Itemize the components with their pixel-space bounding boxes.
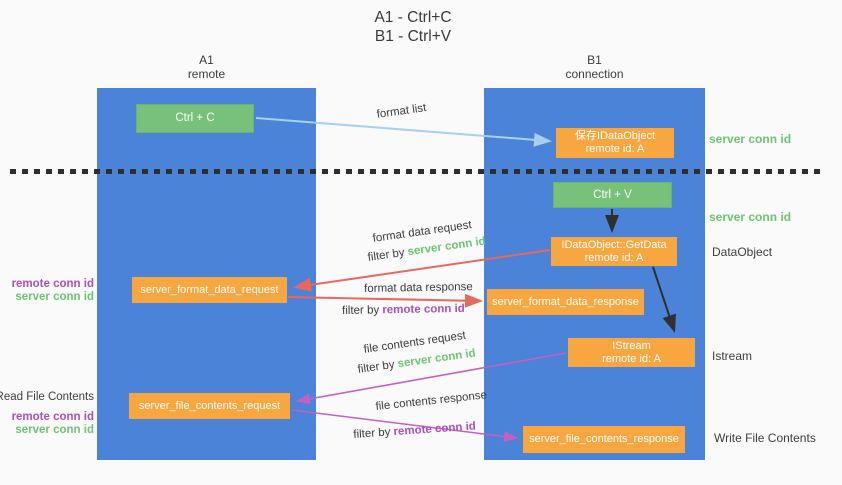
server-conn-id-text: server conn id [406, 235, 487, 259]
label-write-file-contents: Write File Contents [714, 431, 816, 445]
remote-conn-id-label: remote conn id [11, 411, 94, 423]
node-ctrl-v-label: Ctrl + V [593, 188, 632, 201]
session-divider-dotted-line [10, 169, 824, 174]
remote-conn-id-label: remote conn id [11, 278, 94, 290]
lane-a1-subtitle: remote [187, 67, 226, 81]
label-format-list: format list [376, 102, 428, 121]
label-dataobject: DataObject [712, 245, 773, 259]
remote-conn-id-text: remote conn id [393, 420, 477, 439]
filter-by-text: filter by [357, 358, 399, 376]
node-file-response-label: server_file_contents_response [529, 433, 679, 445]
remote-conn-id-text: remote conn id [382, 302, 465, 317]
label-server-conn-id-right-mid: server conn id [709, 210, 792, 224]
node-save-idataobject: 保存IDataObject remote id: A [556, 128, 674, 158]
node-format-response-label: server_format_data_response [492, 295, 639, 308]
node-ctrl-c: Ctrl + C [136, 104, 254, 133]
node-getdata-line2: remote id: A [584, 251, 644, 264]
label-filter-by-remote-conn-id-2: filter by remote conn id [353, 420, 476, 441]
lane-header-b1: B1 connection [484, 53, 705, 81]
label-conn-ids-left-format: remote conn id server conn id [12, 278, 94, 304]
lane-b1-subtitle: connection [565, 67, 624, 81]
label-read-file-contents-group: Read File Contents remote conn id server… [0, 391, 94, 437]
node-ctrl-v: Ctrl + V [553, 182, 672, 208]
label-istream: Istream [712, 349, 753, 363]
node-server-format-data-response: server_format_data_response [487, 289, 644, 315]
node-server-format-data-request: server_format_data_request [132, 277, 287, 303]
server-conn-id-text: server conn id [396, 347, 477, 371]
node-istream-line1: IStream [612, 339, 651, 352]
label-server-conn-id-right-top: server conn id [709, 132, 792, 146]
read-file-contents-label: Read File Contents [0, 391, 94, 403]
node-idataobject-getdata: IDataObject::GetData remote id: A [551, 237, 677, 266]
lane-a1-title: A1 [199, 53, 214, 67]
server-conn-id-label: server conn id [15, 424, 94, 436]
label-file-contents-response: file contents response [375, 389, 488, 413]
lane-b1-title: B1 [587, 53, 602, 67]
title-line-2: B1 - Ctrl+V [374, 28, 452, 45]
node-getdata-line1: IDataObject::GetData [561, 238, 667, 251]
node-ctrl-c-label: Ctrl + C [175, 112, 215, 124]
node-server-file-contents-request: server_file_contents_request [129, 393, 290, 419]
node-save-line1: 保存IDataObject [574, 130, 656, 142]
label-format-data-response: format data response [364, 281, 473, 295]
node-file-request-label: server_file_contents_request [138, 399, 281, 412]
lane-header-a1: A1 remote [97, 53, 316, 81]
filter-by-text: filter by [367, 246, 409, 264]
node-istream: IStream remote id: A [568, 338, 695, 367]
filter-by-text: filter by [353, 426, 395, 441]
diagram-title: A1 - Ctrl+C B1 - Ctrl+V [328, 8, 498, 46]
server-conn-id-label: server conn id [15, 291, 94, 303]
node-save-line2: remote id: A [585, 143, 645, 155]
node-istream-line2: remote id: A [602, 352, 661, 365]
title-line-1: A1 - Ctrl+C [374, 9, 452, 26]
node-server-file-contents-response: server_file_contents_response [523, 426, 685, 453]
arrow-format-data-response [287, 293, 483, 308]
label-filter-by-remote-conn-id-1: filter by remote conn id [342, 303, 465, 317]
node-format-request-label: server_format_data_request [140, 283, 279, 296]
filter-by-text: filter by [342, 304, 383, 317]
